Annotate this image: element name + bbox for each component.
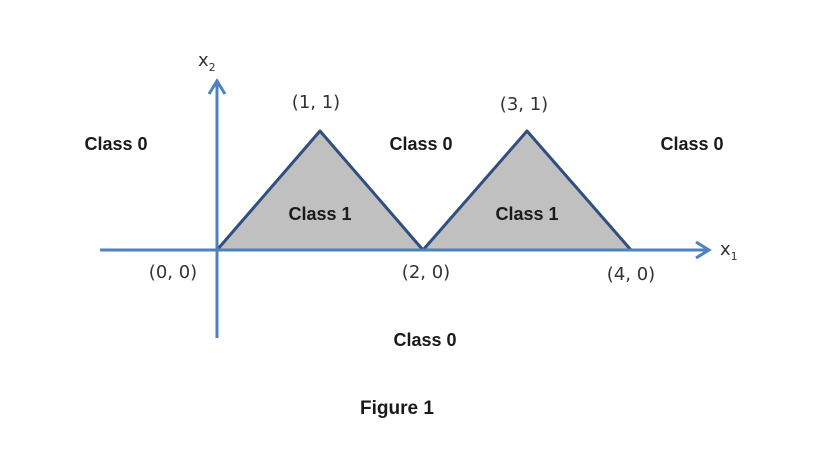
x-axis-arrowhead [695, 240, 712, 260]
region-label-left: Class 0 [84, 134, 147, 154]
x-axis-label-main: x [720, 239, 731, 260]
y-axis-label: x2 [198, 50, 216, 74]
point-label-3-1: (3, 1) [500, 94, 548, 115]
figure-caption: Figure 1 [360, 398, 434, 419]
point-label-4-0: (4, 0) [607, 264, 655, 285]
class1-triangle-right [421, 129, 633, 252]
x-axis-label: x1 [720, 239, 738, 263]
point-label-1-1: (1, 1) [292, 92, 340, 113]
region-label-triangle-1: Class 1 [288, 204, 351, 224]
y-axis-arrowhead [207, 78, 227, 95]
region-label-middle: Class 0 [389, 134, 452, 154]
region-label-bottom: Class 0 [393, 330, 456, 350]
x-axis-label-sub: 1 [731, 250, 738, 263]
point-label-0-0: (0, 0) [149, 262, 197, 283]
y-axis-label-main: x [198, 50, 209, 71]
y-axis-label-sub: 2 [209, 61, 216, 74]
region-label-triangle-2: Class 1 [495, 204, 558, 224]
point-label-2-0: (2, 0) [402, 262, 450, 283]
region-label-right: Class 0 [660, 134, 723, 154]
